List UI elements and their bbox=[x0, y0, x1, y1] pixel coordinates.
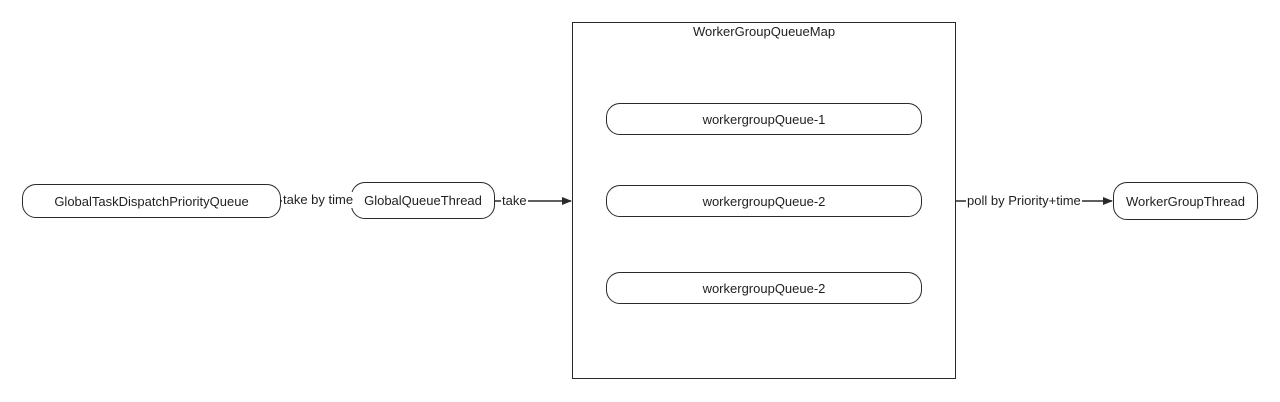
global-queue-thread-node[interactable]: GlobalQueueThread bbox=[351, 182, 495, 219]
workergroup-queue-node[interactable]: workergroupQueue-2 bbox=[606, 185, 922, 217]
worker-group-thread-node[interactable]: WorkerGroupThread bbox=[1113, 182, 1258, 220]
node-label: GlobalTaskDispatchPriorityQueue bbox=[54, 193, 249, 209]
workergroup-queue-node[interactable]: workergroupQueue-1 bbox=[606, 103, 922, 135]
node-label: WorkerGroupThread bbox=[1126, 193, 1245, 209]
node-label: workergroupQueue-2 bbox=[702, 280, 826, 296]
workergroup-queue-node[interactable]: workergroupQueue-2 bbox=[606, 272, 922, 304]
global-task-dispatch-priority-queue-node[interactable]: GlobalTaskDispatchPriorityQueue bbox=[22, 184, 281, 218]
worker-group-queue-map: WorkerGroupQueueMap bbox=[572, 22, 956, 379]
node-label: workergroupQueue-2 bbox=[702, 193, 826, 209]
edge-label-poll: poll by Priority+time bbox=[966, 193, 1082, 209]
node-label: workergroupQueue-1 bbox=[702, 111, 826, 127]
edge-label-take: take bbox=[501, 193, 528, 209]
group-title: WorkerGroupQueueMap bbox=[692, 24, 836, 39]
node-label: GlobalQueueThread bbox=[364, 193, 482, 208]
edge-label-take-by-time: take by time bbox=[282, 192, 355, 208]
